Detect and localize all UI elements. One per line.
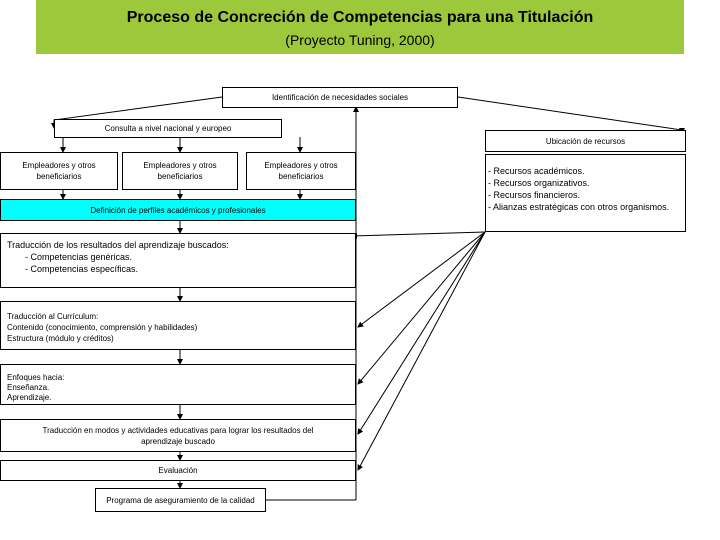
recurso-item: - Recursos organizativos. [488, 178, 590, 188]
curriculum-contenido: Contenido (conocimiento, comprensión y h… [7, 323, 198, 332]
enfoques-box: Enfoques hacia: Enseñanza. Aprendizaje. [0, 364, 356, 405]
ubicacion-box: Ubicación de recursos [485, 130, 686, 152]
identificacion-box: Identificación de necesidades sociales [222, 87, 458, 108]
programa-box: Programa de aseguramiento de la calidad [95, 488, 266, 512]
curriculum-title: Traducción al Currículum: [7, 312, 99, 321]
empleadores-box-3: Empleadores y otros beneficiarios [246, 152, 356, 190]
curriculum-estructura: Estructura (módulo y créditos) [7, 334, 114, 343]
modos-label: Traducción en modos y actividades educat… [42, 425, 314, 446]
header-banner: Proceso de Concreción de Competencias pa… [36, 0, 684, 54]
ubicacion-label: Ubicación de recursos [545, 136, 626, 146]
evaluacion-box: Evaluación [0, 460, 356, 481]
competencias-genericas: - Competencias genéricas. [25, 252, 133, 262]
page-title: Proceso de Concreción de Competencias pa… [126, 9, 594, 26]
recurso-item: - Recursos financieros. [488, 190, 581, 200]
recurso-item: - Recursos académicos. [488, 166, 585, 176]
recursos-box: - Recursos académicos. - Recursos organi… [485, 154, 686, 232]
traduccion-resultados-title: Traducción de los resultados del aprendi… [7, 240, 229, 250]
empleadores-box-2: Empleadores y otros beneficiarios [122, 152, 238, 190]
definicion-label: Definición de perfiles académicos y prof… [90, 205, 266, 215]
consulta-box: Consulta a nivel nacional y europeo [54, 119, 282, 138]
enfoques-aprendizaje: Aprendizaje. [7, 393, 52, 402]
empleadores-label: Empleadores y otros beneficiarios [22, 161, 96, 181]
curriculum-box: Traducción al Currículum: Contenido (con… [0, 301, 356, 350]
competencias-especificas: - Competencias específicas. [25, 264, 139, 274]
recurso-item: - Alianzas estratégicas con otros organi… [488, 202, 670, 212]
empleadores-box-1: Empleadores y otros beneficiarios [0, 152, 118, 190]
modos-box: Traducción en modos y actividades educat… [0, 419, 356, 452]
enfoques-ensenanza: Enseñanza. [7, 383, 50, 392]
page-subtitle: (Proyecto Tuning, 2000) [285, 32, 435, 48]
enfoques-title: Enfoques hacia: [7, 373, 65, 382]
identificacion-label: Identificación de necesidades sociales [271, 93, 409, 102]
programa-label: Programa de aseguramiento de la calidad [106, 495, 255, 505]
consulta-label: Consulta a nivel nacional y europeo [104, 124, 232, 133]
empleadores-label: Empleadores y otros beneficiarios [143, 161, 217, 181]
evaluacion-label: Evaluación [158, 466, 198, 475]
traduccion-resultados-box: Traducción de los resultados del aprendi… [0, 233, 356, 288]
empleadores-label: Empleadores y otros beneficiarios [264, 161, 338, 181]
definicion-box: Definición de perfiles académicos y prof… [0, 199, 356, 221]
